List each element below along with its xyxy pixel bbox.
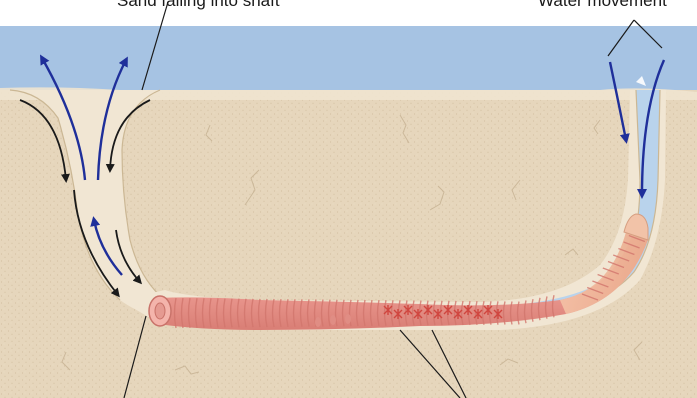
- burrow-illustration: [0, 0, 697, 398]
- lugworm-burrow-diagram: Sand falling into shaft Water movement: [0, 0, 697, 398]
